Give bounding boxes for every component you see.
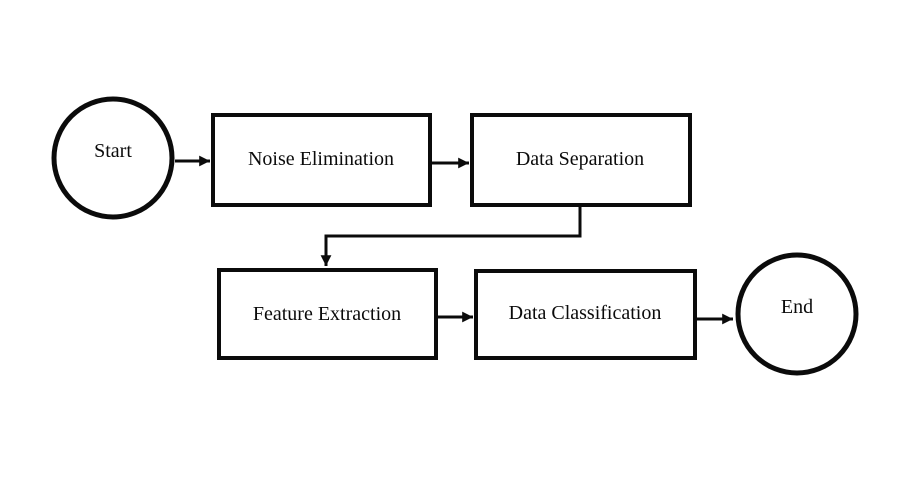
node-noise-elimination: Noise Elimination bbox=[211, 113, 432, 207]
end-circle bbox=[735, 252, 859, 376]
data-separation-label: Data Separation bbox=[516, 148, 644, 170]
data-separation-box bbox=[470, 113, 692, 207]
edge-data-separation-to-feature-extraction bbox=[320, 206, 582, 266]
start-label: Start bbox=[94, 140, 132, 162]
data-classification-box bbox=[474, 269, 697, 360]
start-circle bbox=[51, 96, 175, 220]
data-classification-label: Data Classification bbox=[509, 302, 662, 324]
node-start: Start bbox=[51, 96, 175, 220]
feature-extraction-label: Feature Extraction bbox=[253, 303, 401, 325]
node-data-classification: Data Classification bbox=[474, 269, 697, 360]
feature-extraction-box bbox=[217, 268, 438, 360]
node-end: End bbox=[735, 252, 859, 376]
node-data-separation: Data Separation bbox=[470, 113, 692, 207]
noise-elimination-box bbox=[211, 113, 432, 207]
node-feature-extraction: Feature Extraction bbox=[217, 268, 438, 360]
end-label: End bbox=[781, 296, 813, 318]
noise-elimination-label: Noise Elimination bbox=[248, 148, 394, 170]
